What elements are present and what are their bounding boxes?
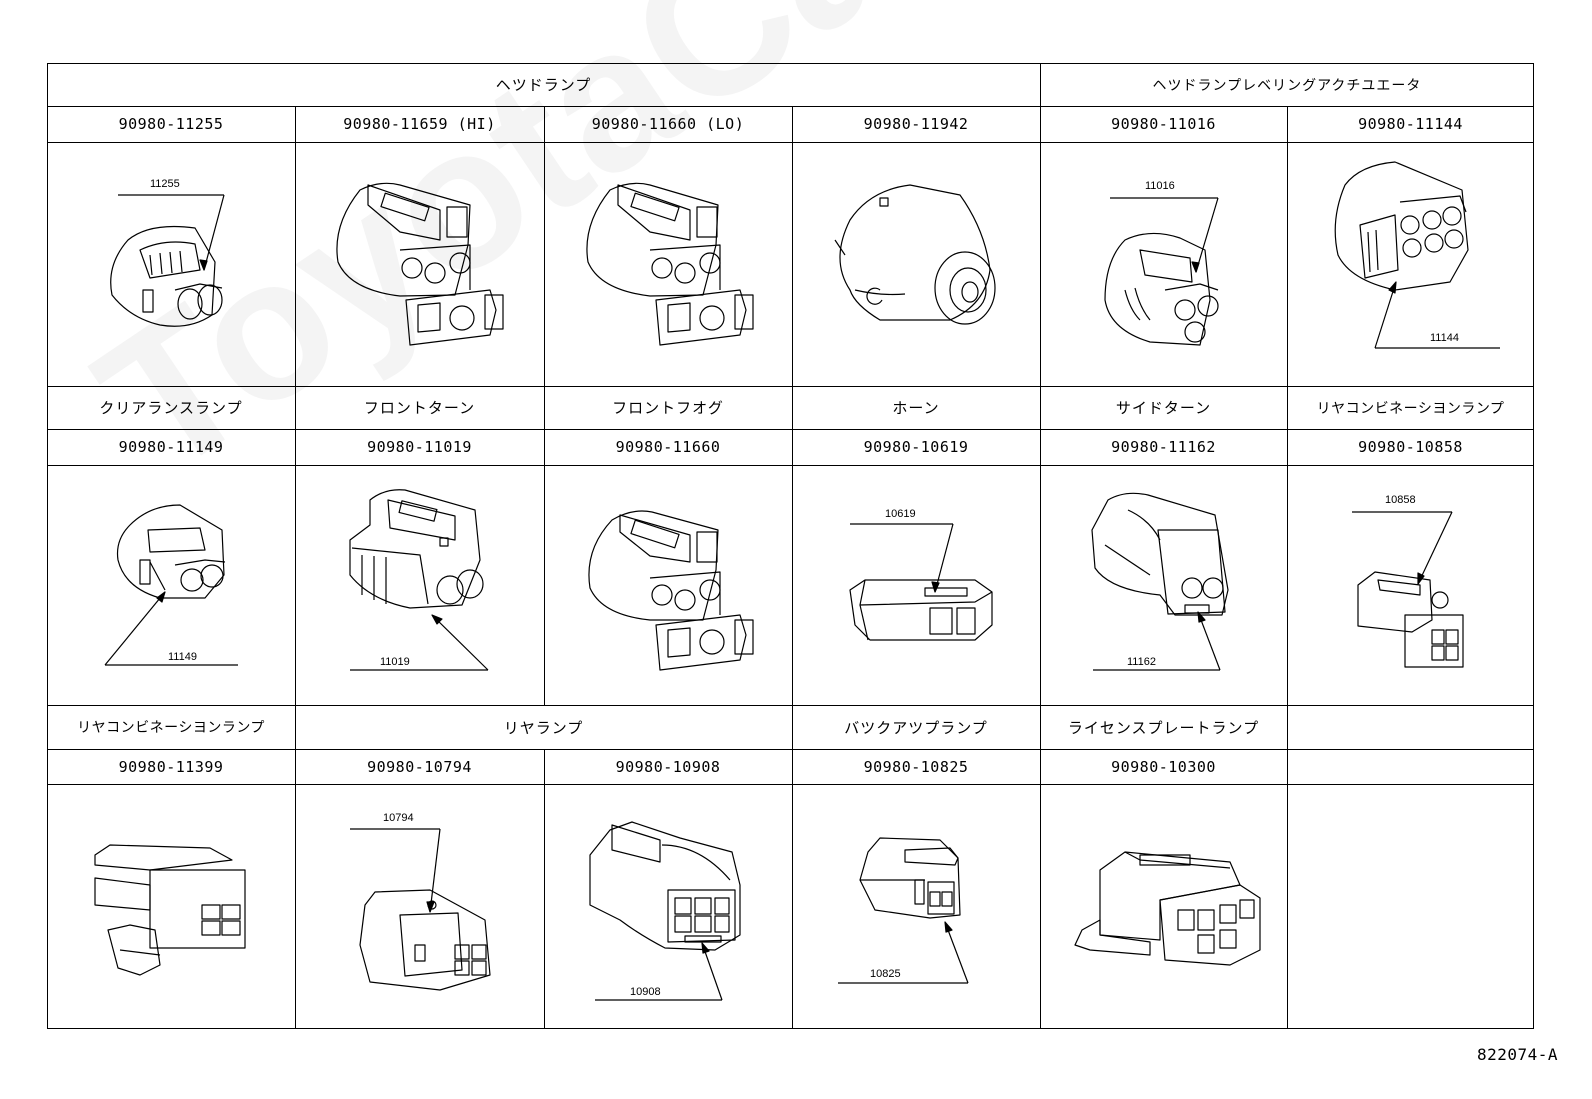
connector-11942-drawing	[835, 185, 995, 324]
callout-10858: 10858	[1352, 494, 1452, 584]
row-divider	[47, 142, 1534, 143]
callout-label: 10908	[630, 986, 661, 998]
connector-10825-drawing	[860, 838, 960, 918]
connector-11019-drawing	[350, 490, 483, 608]
callout-11144: 11144	[1375, 282, 1500, 348]
callout-label: 11144	[1430, 332, 1459, 344]
header-leveling-actuator: ヘツドランプレベリングアクチユエータ	[1152, 77, 1422, 94]
component-name: ホーン	[892, 399, 940, 417]
callout-11255: 11255	[118, 178, 224, 270]
part-number: 90980-11144	[1358, 115, 1463, 133]
connector-11149-drawing	[118, 505, 226, 598]
callout-11162: 11162	[1093, 612, 1220, 670]
component-name: クリアランスランプ	[99, 399, 243, 417]
part-number: 90980-11162	[1111, 438, 1216, 456]
callout-11149: 11149	[105, 592, 238, 665]
col-divider	[544, 749, 545, 1029]
connector-10858-drawing	[1358, 572, 1463, 667]
part-number: 90980-11660 (LO)	[591, 115, 745, 133]
component-name: バツクアツプランプ	[844, 718, 988, 737]
col-divider	[295, 386, 296, 705]
callout-11016: 11016	[1110, 180, 1218, 272]
callout-10825: 10825	[838, 922, 968, 983]
row-divider	[47, 106, 1534, 107]
component-name: リヤコンビネーシヨンランプ	[1316, 400, 1505, 417]
callout-label: 11255	[150, 178, 180, 190]
col-divider	[1040, 386, 1041, 705]
component-name: リヤコンビネーシヨンランプ	[77, 720, 265, 736]
connector-10908-drawing	[590, 822, 740, 950]
col-divider	[792, 106, 793, 386]
part-number: 90980-11255	[118, 115, 224, 133]
part-number: 90980-11942	[863, 115, 969, 133]
connector-11016-drawing	[1105, 233, 1218, 345]
part-number: 90980-10619	[863, 438, 969, 456]
part-number: 90980-11016	[1111, 115, 1216, 133]
col-divider	[1287, 106, 1288, 386]
part-number: 90980-10794	[367, 757, 472, 776]
col-divider	[295, 705, 296, 1029]
header-headlamp: ヘツドランプ	[495, 76, 592, 94]
callout-label: 11162	[1127, 656, 1156, 668]
callout-label: 11019	[380, 656, 410, 668]
callout-label: 10858	[1385, 494, 1416, 506]
col-divider	[1040, 705, 1041, 1029]
component-name: フロントフオグ	[612, 399, 724, 417]
part-number: 90980-10825	[863, 757, 969, 776]
callout-label: 11149	[168, 651, 197, 663]
connector-10619-drawing	[850, 580, 992, 640]
connector-11162-drawing	[1092, 493, 1228, 615]
connector-11660-drawing	[589, 511, 753, 670]
connector-11255-drawing	[111, 227, 222, 327]
callout-10794: 10794	[350, 812, 440, 912]
component-name: フロントターン	[363, 399, 476, 417]
col-divider	[544, 106, 545, 386]
col-divider	[1040, 106, 1041, 386]
row-divider	[47, 705, 1534, 706]
col-divider	[792, 705, 793, 1029]
callout-label: 10619	[885, 508, 916, 520]
connector-11659-drawing	[337, 183, 503, 345]
connector-10794-drawing	[360, 890, 490, 990]
part-number: 90980-10908	[615, 757, 721, 776]
part-number: 90980-10300	[1111, 757, 1216, 776]
row-divider	[47, 465, 1534, 466]
part-number: 90980-10858	[1358, 438, 1463, 456]
callout-10908: 10908	[595, 943, 722, 1000]
part-number: 90980-11660	[615, 438, 721, 456]
connector-10300-drawing	[1075, 852, 1260, 965]
part-number: 90980-11149	[118, 438, 224, 456]
connector-11660-lo-drawing	[587, 183, 753, 345]
connector-11399-drawing	[95, 845, 245, 975]
row-divider	[47, 429, 1534, 430]
part-number: 90980-11019	[367, 438, 472, 456]
col-divider	[1287, 705, 1288, 1029]
component-name: サイドターン	[1115, 399, 1212, 417]
col-divider	[1040, 63, 1041, 106]
col-divider	[792, 386, 793, 705]
component-name: ライセンスプレートランプ	[1067, 718, 1260, 737]
document-number: 822074-A	[1476, 1045, 1558, 1064]
row-divider	[47, 749, 1534, 750]
row-divider	[47, 784, 1534, 785]
col-divider	[1287, 386, 1288, 705]
callout-10619: 10619	[850, 508, 953, 592]
component-name: リヤランプ	[503, 718, 584, 737]
col-divider	[295, 106, 296, 386]
row-divider	[47, 386, 1534, 387]
callout-label: 10825	[870, 968, 901, 980]
col-divider	[544, 386, 545, 705]
connector-table	[47, 63, 1534, 1029]
part-number: 90980-11399	[118, 757, 224, 776]
part-number: 90980-11659 (HI)	[343, 115, 496, 133]
callout-11019: 11019	[350, 615, 488, 670]
connector-11144-drawing	[1335, 162, 1468, 290]
callout-label: 11016	[1145, 180, 1175, 192]
callout-label: 10794	[383, 812, 414, 824]
